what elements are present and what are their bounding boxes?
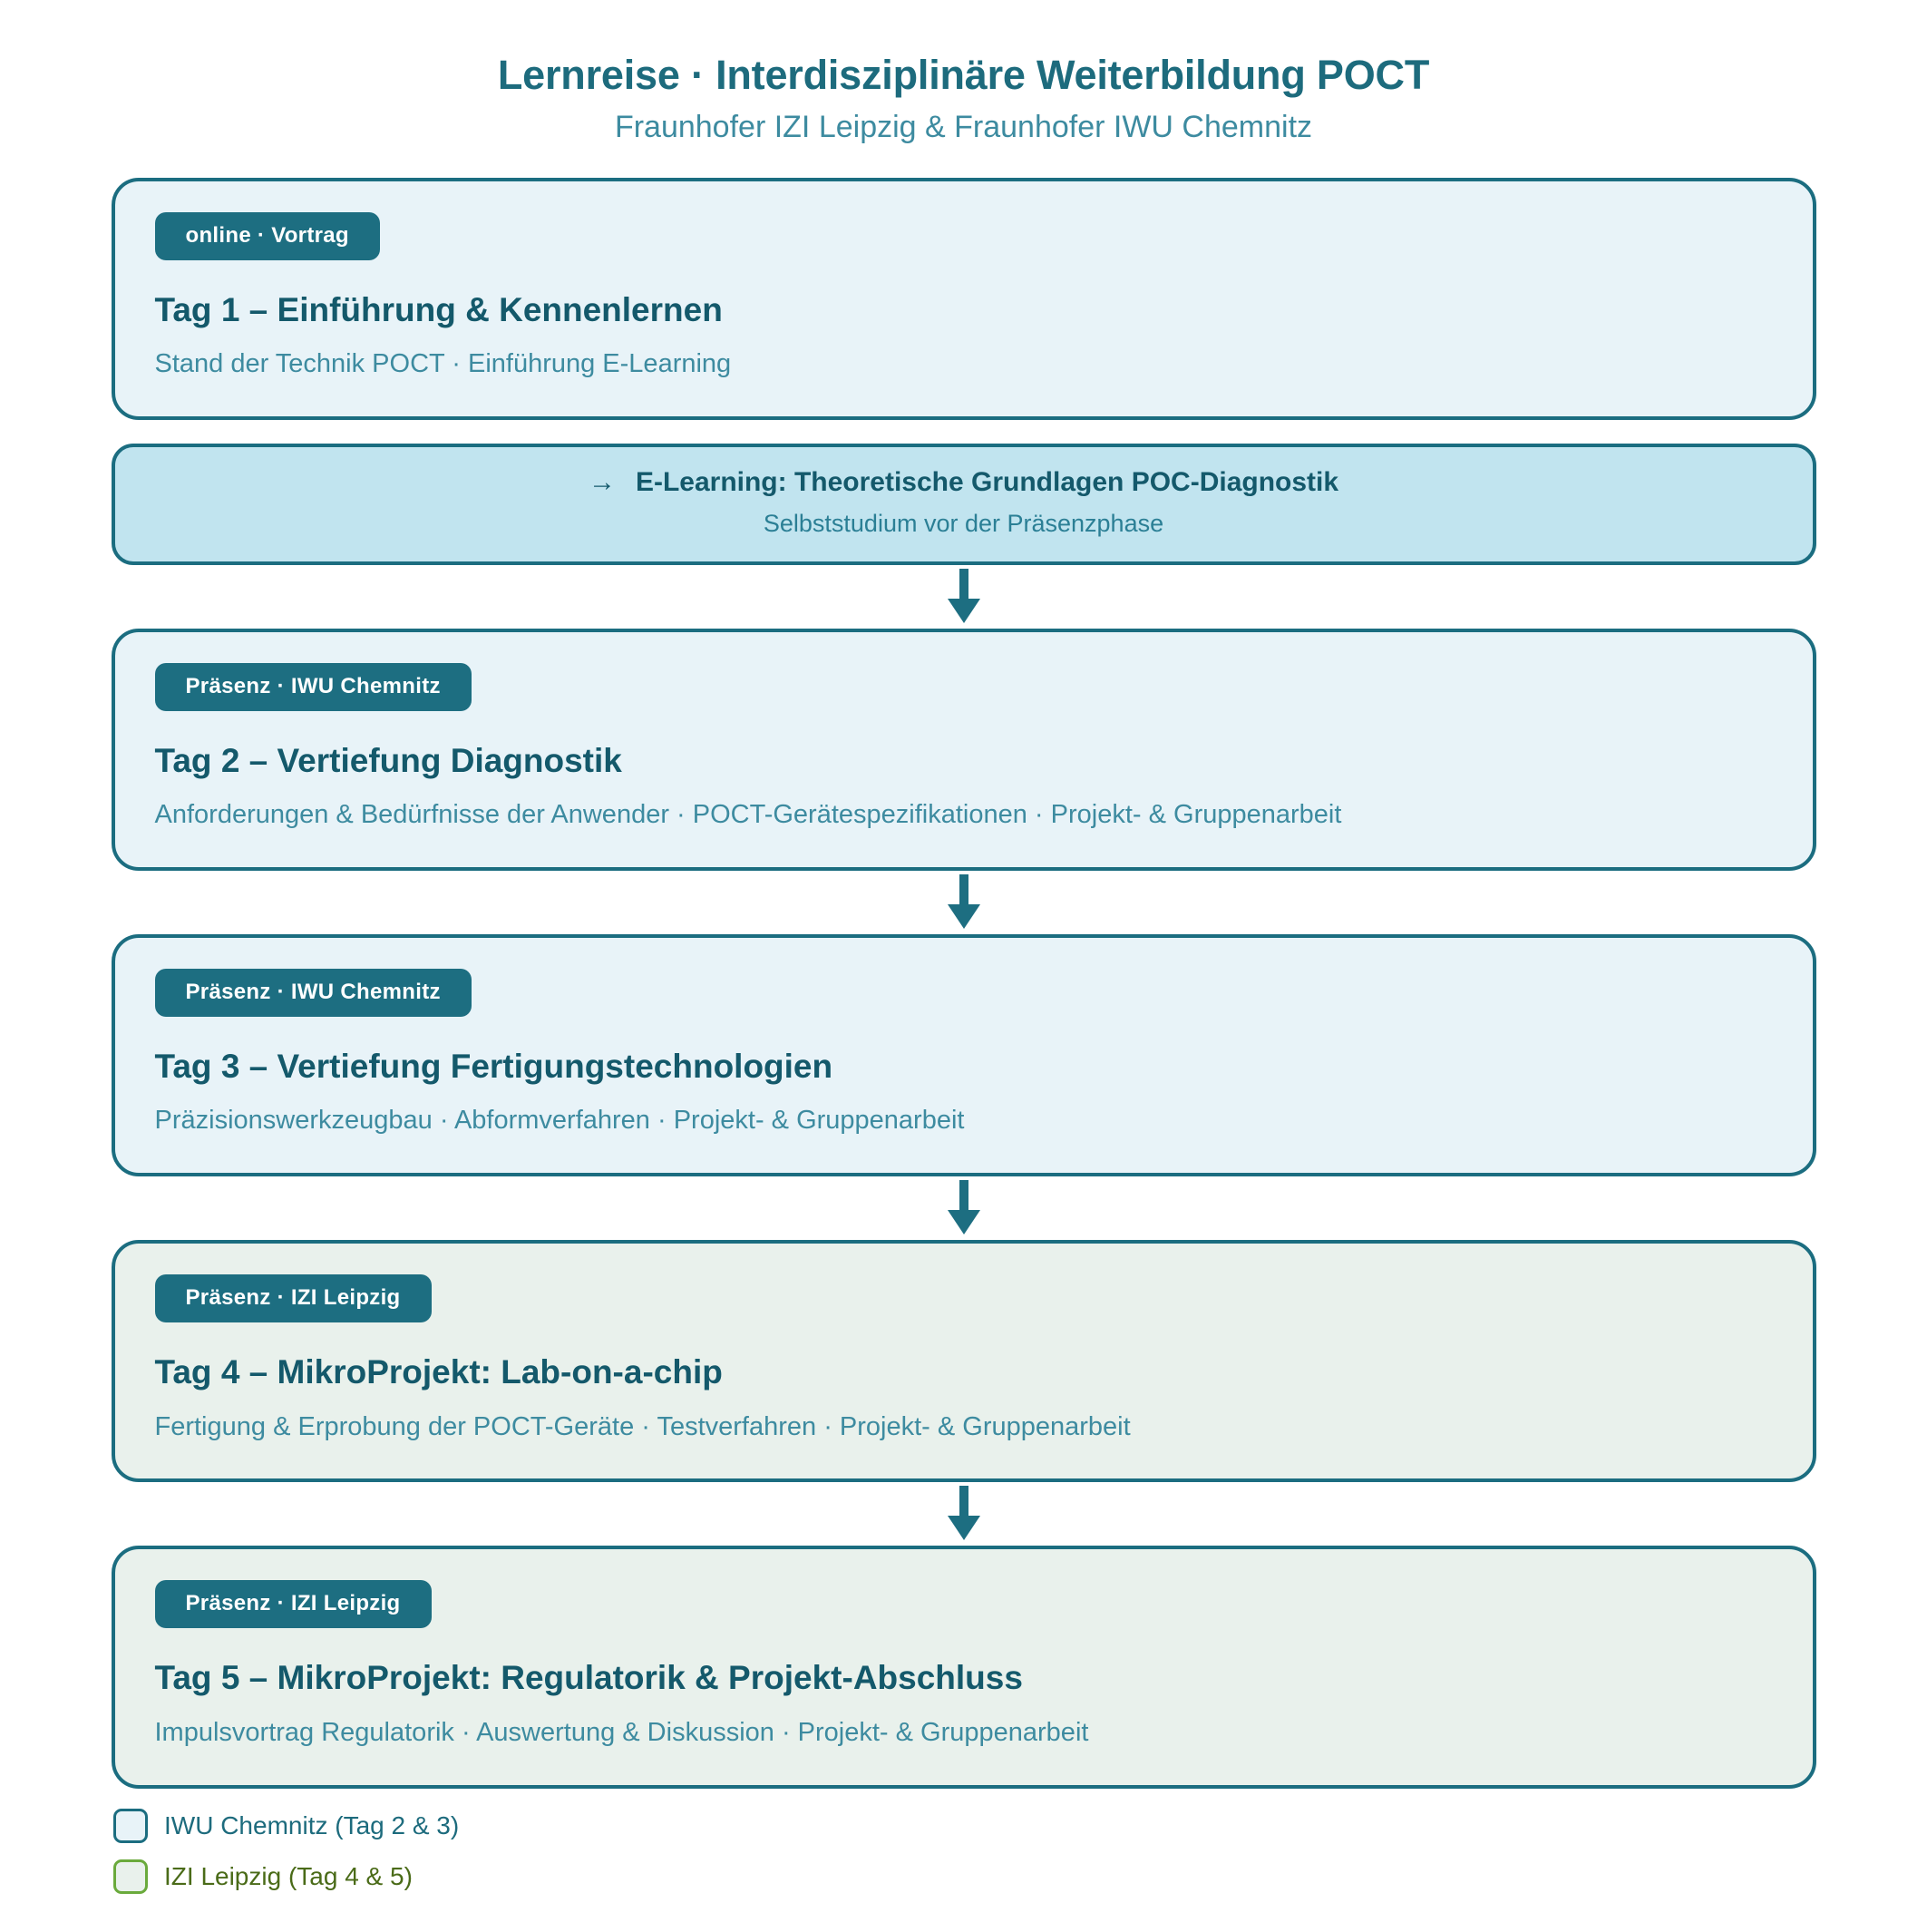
legend-swatch-iwu-icon — [113, 1809, 148, 1843]
day-card-1[interactable]: online · Vortrag Tag 1 – Einführung & Ke… — [111, 177, 1816, 421]
day-card-4-subtitle: Fertigung & Erprobung der POCT-Geräte · … — [154, 1411, 1131, 1441]
page-subtitle: Fraunhofer IZI Leipzig & Fraunhofer IWU … — [614, 109, 1313, 144]
elearning-title: E-Learning: Theoretische Grundlagen POC-… — [635, 467, 1339, 498]
arrow-down-icon — [947, 1486, 980, 1541]
day-card-5-subtitle: Impulsvortrag Regulatorik · Auswertung &… — [154, 1717, 1089, 1747]
arrow-down-icon — [947, 1180, 980, 1235]
day-card-5-badge: Präsenz · IZI Leipzig — [154, 1580, 432, 1629]
page-title: Lernreise · Interdisziplinäre Weiterbild… — [497, 52, 1430, 98]
arrow-right-icon: → — [588, 467, 616, 498]
header: Lernreise · Interdisziplinäre Weiterbild… — [0, 0, 1927, 144]
legend-item-iwu: IWU Chemnitz (Tag 2 & 3) — [113, 1809, 459, 1843]
connector-1 — [112, 565, 1816, 629]
legend-swatch-izi-icon — [113, 1859, 148, 1894]
connector-2 — [112, 871, 1816, 934]
day-card-4-badge: Präsenz · IZI Leipzig — [154, 1274, 432, 1323]
timeline-track: online · Vortrag Tag 1 – Einführung & Ke… — [111, 144, 1816, 1789]
legend: IWU Chemnitz (Tag 2 & 3) IZI Leipzig (Ta… — [113, 1809, 459, 1894]
day-card-1-title: Tag 1 – Einführung & Kennenlernen — [154, 290, 723, 328]
day-card-4[interactable]: Präsenz · IZI Leipzig Tag 4 – MikroProje… — [111, 1240, 1816, 1483]
day-card-2-title: Tag 2 – Vertiefung Diagnostik — [154, 741, 622, 779]
day-card-2-badge: Präsenz · IWU Chemnitz — [154, 662, 472, 711]
legend-label-iwu: IWU Chemnitz (Tag 2 & 3) — [164, 1811, 460, 1839]
connector-3 — [112, 1176, 1816, 1240]
connector-4 — [112, 1482, 1816, 1546]
legend-item-izi: IZI Leipzig (Tag 4 & 5) — [113, 1859, 459, 1894]
elearning-banner[interactable]: → E-Learning: Theoretische Grundlagen POC… — [111, 444, 1816, 565]
day-card-1-badge: online · Vortrag — [154, 211, 380, 260]
arrow-down-icon — [947, 873, 980, 929]
day-card-3-title: Tag 3 – Vertiefung Fertigungstechnologie… — [154, 1047, 833, 1085]
day-card-3-badge: Präsenz · IWU Chemnitz — [154, 968, 472, 1017]
legend-label-izi: IZI Leipzig (Tag 4 & 5) — [164, 1862, 413, 1890]
day-card-3[interactable]: Präsenz · IWU Chemnitz Tag 3 – Vertiefun… — [111, 933, 1816, 1177]
elearning-title-row: → E-Learning: Theoretische Grundlagen POC… — [151, 467, 1776, 499]
day-card-2[interactable]: Präsenz · IWU Chemnitz Tag 2 – Vertiefun… — [111, 628, 1816, 871]
day-card-4-title: Tag 4 – MikroProjekt: Lab-on-a-chip — [154, 1353, 723, 1391]
arrow-down-icon — [947, 568, 980, 623]
elearning-subtitle: Selbststudium vor der Präsenzphase — [763, 509, 1164, 537]
day-card-5[interactable]: Präsenz · IZI Leipzig Tag 5 – MikroProje… — [111, 1546, 1816, 1789]
day-card-3-subtitle: Präzisionswerkzeugbau · Abformverfahren … — [154, 1106, 965, 1136]
day-card-5-title: Tag 5 – MikroProjekt: Regulatorik & Proj… — [154, 1659, 1023, 1697]
day-card-1-subtitle: Stand der Technik POCT · Einführung E-Le… — [154, 349, 732, 379]
day-card-2-subtitle: Anforderungen & Bedürfnisse der Anwender… — [154, 800, 1342, 830]
